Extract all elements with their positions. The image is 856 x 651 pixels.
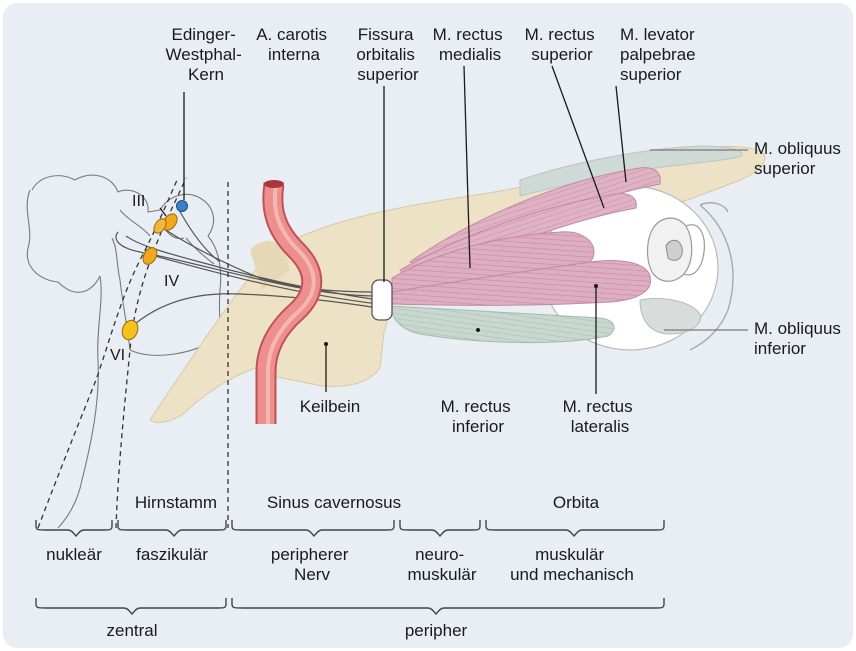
group-peripher: peripher: [405, 621, 468, 640]
label-nucleus-III: III: [132, 193, 145, 210]
nucleus-edinger-westphal: [177, 201, 188, 212]
segment-nuklear: nukleär: [46, 545, 102, 564]
label-rectus-medialis: M. rectus medialis: [433, 25, 508, 64]
carotis-opening: [264, 180, 284, 188]
annulus-tendineus: [372, 280, 392, 320]
label-rectus-superior: M. rectus superior: [525, 25, 600, 64]
region-hirnstamm: Hirnstamm: [135, 493, 217, 512]
segment-faszikular: faszikulär: [136, 545, 208, 564]
label-keilbein: Keilbein: [300, 397, 361, 416]
region-orbita: Orbita: [553, 493, 600, 512]
label-nucleus-IV: IV: [164, 273, 179, 290]
label-fissura: Fissura orbitalis superior: [356, 25, 419, 84]
region-sinus: Sinus cavernosus: [267, 493, 401, 512]
leader-dot-rectus-lateralis: [594, 284, 598, 288]
label-nucleus-VI: VI: [110, 347, 125, 364]
segment-neuromuskular: neuro- muskulär: [408, 545, 477, 584]
leader-dot-keilbein: [324, 342, 328, 346]
label-rectus-lateralis: M. rectus lateralis: [563, 397, 638, 436]
leader-dot-rectus-inferior: [476, 328, 480, 332]
group-zentral: zentral: [106, 621, 157, 640]
